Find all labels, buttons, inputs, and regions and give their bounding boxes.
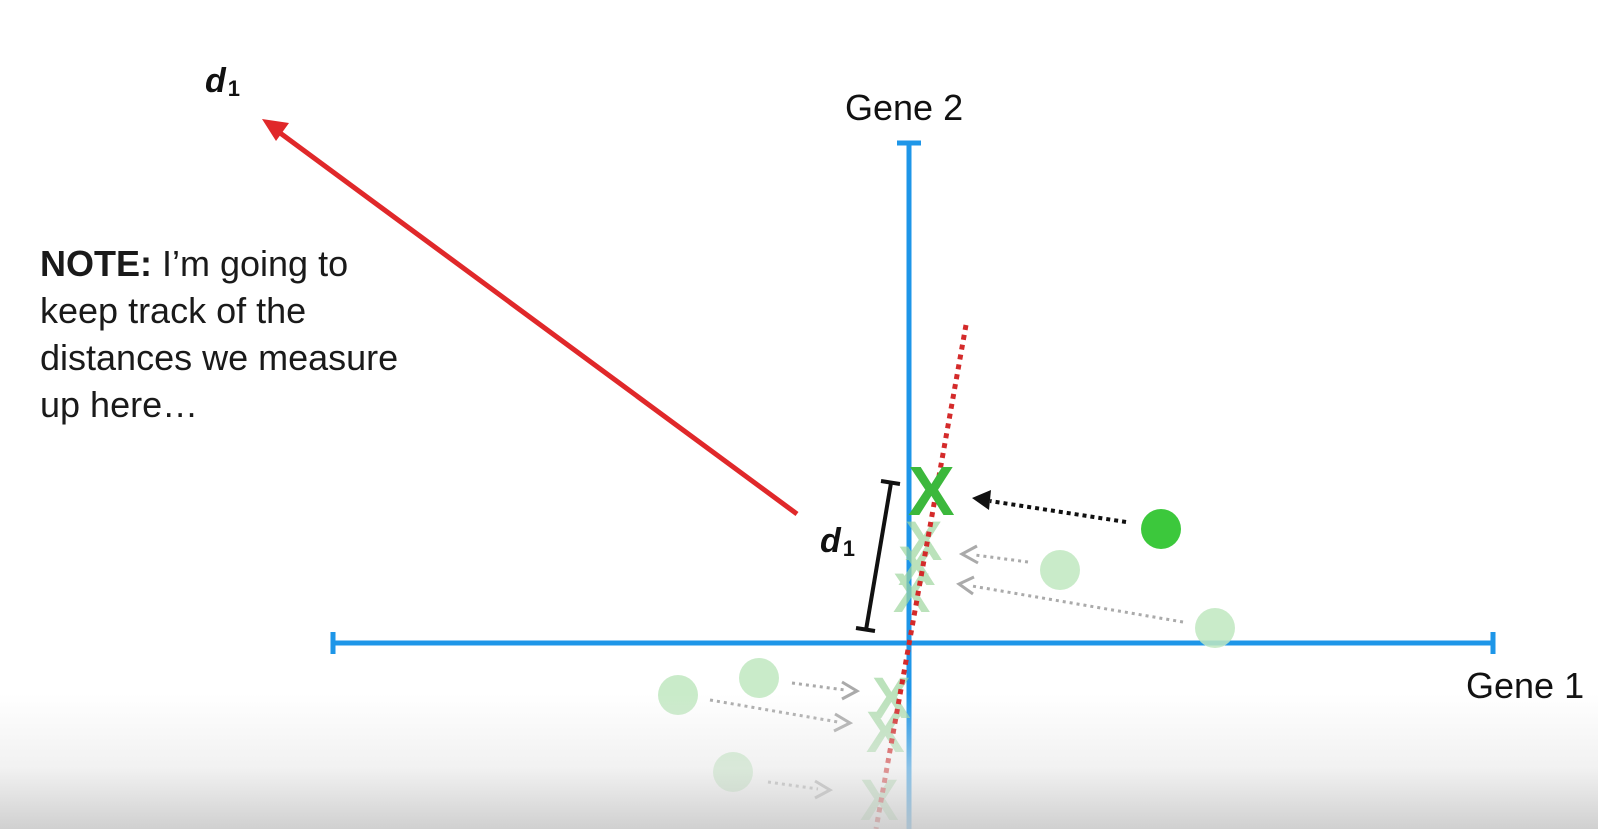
faded-points-lower — [658, 658, 861, 800]
distance-bracket — [855, 479, 901, 633]
y-axis-label: Gene 2 — [845, 87, 963, 128]
note-line-2: keep track of the — [40, 290, 307, 331]
dotted-arrow-icon — [841, 680, 861, 701]
faded-projections-lower: X X X — [860, 666, 911, 829]
data-point — [713, 752, 753, 792]
x-axis-label: Gene 1 — [1466, 665, 1584, 706]
dotted-arrow-icon — [956, 575, 975, 596]
faded-projection-arrow — [791, 681, 846, 692]
note-lead: NOTE: — [40, 243, 152, 284]
faded-projections-upper: X X X — [893, 509, 942, 624]
faded-projection-arrow — [974, 553, 1029, 564]
dotted-arrow-icon — [958, 544, 979, 565]
data-point — [1195, 608, 1235, 648]
distance-label-mid: d1 — [820, 522, 855, 561]
note-line-4: up here… — [40, 384, 199, 425]
distance-label-top: d1 — [205, 62, 240, 101]
arrow-icon — [262, 119, 289, 141]
faded-projection-arrow — [767, 780, 819, 791]
data-point — [739, 658, 779, 698]
highlighted-projection-mark: X — [908, 452, 955, 530]
projection-arrow — [989, 499, 1127, 524]
data-point — [1040, 550, 1080, 590]
highlighted-data-point — [1141, 509, 1181, 549]
faded-projection-arrow — [971, 584, 1184, 624]
note-text: NOTE: I’m going to keep track of the dis… — [40, 240, 470, 428]
x-axis — [330, 632, 1496, 654]
note-line-3: distances we measure — [40, 337, 399, 378]
projection-mark: X — [893, 561, 930, 624]
dotted-arrow-icon — [972, 490, 991, 510]
note-line-1: NOTE: I’m going to — [40, 240, 470, 287]
pointer-arrow-line — [270, 124, 799, 517]
note-line-1-rest: I’m going to — [152, 243, 349, 284]
faded-projection-arrow — [709, 698, 839, 724]
data-point — [658, 675, 698, 715]
faded-points-upper — [956, 544, 1235, 648]
